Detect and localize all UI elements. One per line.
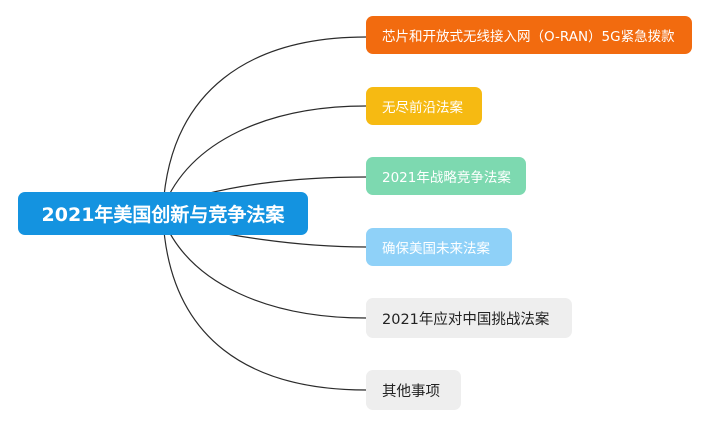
topic-label: 无尽前沿法案	[382, 100, 463, 116]
root-topic-label: 2021年美国创新与竞争法案	[41, 204, 285, 226]
topic-endless-frontier[interactable]: 无尽前沿法案	[366, 87, 482, 125]
link-1	[162, 105, 367, 209]
topic-label: 2021年应对中国挑战法案	[382, 311, 550, 328]
topic-label: 2021年战略竞争法案	[382, 170, 511, 186]
link-5	[162, 218, 367, 391]
link-4	[162, 218, 367, 319]
link-0	[162, 36, 367, 209]
topic-label: 其他事项	[382, 383, 440, 400]
topic-strategic-competition[interactable]: 2021年战略竞争法案	[366, 157, 526, 195]
topic-meeting-china-challenge[interactable]: 2021年应对中国挑战法案	[366, 298, 572, 338]
topic-other-matters[interactable]: 其他事项	[366, 370, 461, 410]
topic-securing-americas-future[interactable]: 确保美国未来法案	[366, 228, 512, 266]
topic-label: 芯片和开放式无线接入网（O-RAN）5G紧急拨款	[382, 29, 675, 45]
topic-label: 确保美国未来法案	[382, 241, 490, 257]
root-topic[interactable]: 2021年美国创新与竞争法案	[18, 192, 308, 235]
topic-chips-oran-5g[interactable]: 芯片和开放式无线接入网（O-RAN）5G紧急拨款	[366, 16, 692, 54]
